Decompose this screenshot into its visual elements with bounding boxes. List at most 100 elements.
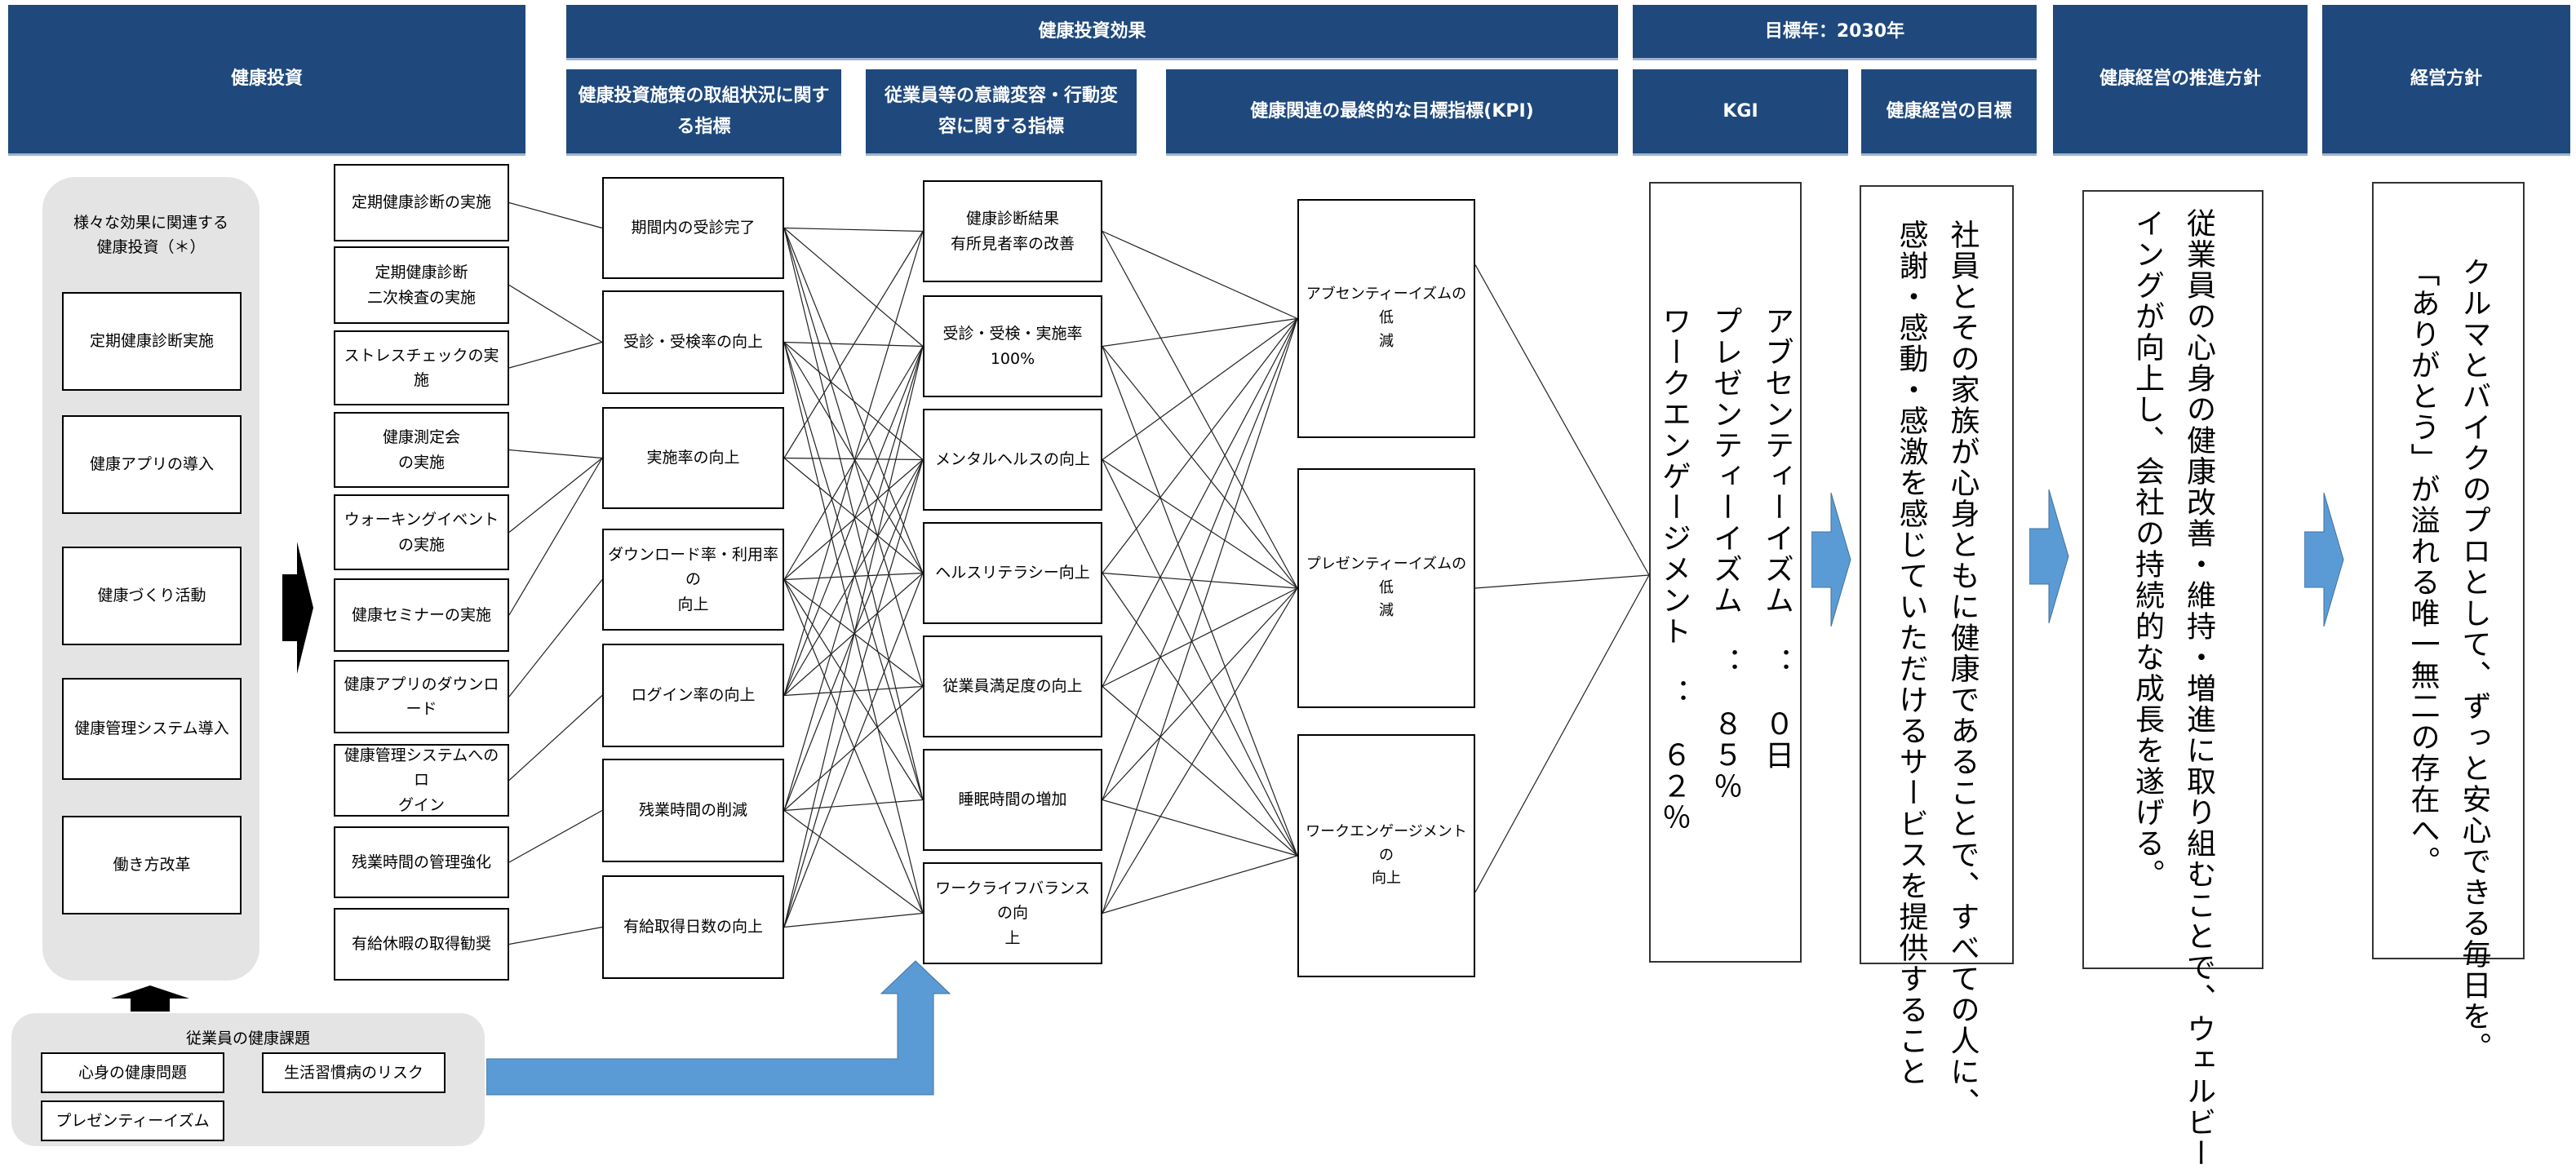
connection-line (783, 457, 924, 461)
policy-box: 従業員の心身の健康改善・維持・増進に取り組むことで、ウェルビー イングが向上し、… (2082, 190, 2263, 1169)
connection-line (508, 695, 603, 781)
behavior-indicator: 受診・受検・実施率 100% (923, 295, 1102, 397)
investment-item: 健康アプリの導入 (62, 415, 242, 514)
policy-item: 健康測定会 の実施 (334, 412, 509, 488)
connection-line (508, 458, 603, 533)
connection-line (1102, 572, 1298, 589)
connection-line (1102, 346, 1298, 589)
health-issues-title: 従業員の健康課題 (185, 1030, 310, 1047)
header-effect-sub1: 健康投資施策の取組状況に関する指標 (566, 69, 841, 156)
connection-line (1102, 318, 1298, 800)
behavior-indicator: メンタルヘルスの向上 (923, 409, 1102, 511)
kgi-text: アブセンティーイズム ： ０日 プレゼンティーイズム ： ８５％ ワークエンゲー… (1657, 306, 1793, 833)
kpi-item: アブセンティーイズムの低 減 (1297, 199, 1475, 438)
activity-indicator: 期間内の受診完了 (602, 177, 784, 279)
connection-line (508, 926, 603, 945)
goal-text: 社員とその家族が心身ともに健康であることで、すべての人に、 感謝・感動・感激を感… (1894, 219, 1980, 1118)
policy-item: 健康アプリのダウンロード (334, 660, 509, 733)
policy-item: 定期健康診断 二次検査の実施 (334, 246, 509, 324)
issue-item: プレゼンティーイズム (41, 1100, 224, 1141)
behavior-indicator: 睡眠時間の増加 (923, 749, 1102, 851)
investment-item: 定期健康診断実施 (62, 292, 242, 391)
header-investment: 健康投資 (8, 5, 525, 156)
connection-line (1102, 459, 1298, 857)
connection-line (783, 228, 924, 800)
behavior-indicator: ワークライフバランスの向 上 (923, 862, 1102, 964)
connection-line (783, 458, 924, 573)
connection-line (508, 458, 603, 616)
connection-line (783, 799, 924, 812)
connection-line (1474, 574, 1650, 892)
header-effect-sub2: 従業員等の意識変容・行動変容に関する指標 (866, 69, 1137, 156)
connection-line (508, 449, 603, 459)
connection-line (1102, 855, 1298, 914)
policy-item: 残業時間の管理強化 (334, 826, 509, 898)
connection-line (783, 810, 924, 914)
connection-line (783, 231, 924, 458)
issue-item: 生活習慣病のリスク (262, 1052, 446, 1093)
connection-line (508, 579, 603, 697)
connection-line (1102, 587, 1298, 688)
connection-line (783, 912, 924, 928)
behavior-indicator: 従業員満足度の向上 (923, 635, 1102, 737)
connection-line (783, 573, 924, 928)
behavior-indicator: 健康診断結果 有所見者率の改善 (923, 180, 1102, 282)
header-policy: 健康経営の推進方針 (2053, 5, 2308, 156)
arrow-issues-to-kgi-icon (486, 960, 951, 1096)
connection-line (1102, 686, 1298, 857)
connection-line (1102, 318, 1298, 687)
activity-indicator: 実施率の向上 (602, 407, 784, 509)
header-effect: 健康投資効果 (566, 5, 1618, 60)
policy-item: 健康管理システムへのロ グイン (334, 744, 509, 817)
connection-line (783, 579, 924, 687)
header-management: 経営方針 (2322, 5, 2570, 156)
investment-item: 健康づくり活動 (62, 547, 242, 645)
policy-item: 有給休暇の取得勧奨 (334, 908, 509, 981)
kgi-box: アブセンティーイズム ： ０日 プレゼンティーイズム ： ８５％ ワークエンゲー… (1649, 182, 1802, 963)
kpi-item: ワークエンゲージメントの 向上 (1297, 734, 1475, 977)
policy-item: 定期健康診断の実施 (334, 164, 509, 241)
arrow-right-blue-icon (2304, 493, 2344, 627)
connection-line (1102, 587, 1298, 914)
investment-item: 働き方改革 (62, 816, 242, 914)
connection-line (783, 346, 924, 928)
connection-line (783, 579, 924, 800)
policy-item: 健康セミナーの実施 (334, 578, 509, 652)
connection-line (1102, 231, 1298, 589)
activity-indicator: 有給取得日数の向上 (602, 875, 784, 979)
activity-indicator: ダウンロード率・利用率の 向上 (602, 529, 784, 631)
connection-line (1102, 318, 1298, 573)
connection-line (508, 809, 603, 863)
connection-line (1474, 264, 1650, 576)
connection-line (783, 342, 924, 460)
connection-line (1102, 318, 1298, 460)
activity-indicator: 残業時間の削減 (602, 759, 784, 862)
behavior-indicator: ヘルスリテラシー向上 (923, 522, 1102, 624)
header-kgi: KGI (1633, 69, 1848, 156)
management-text: クルマとバイクのプロとして、ずっと安心できる毎日を。 「ありがとう」が溢れる唯一… (2405, 257, 2491, 1063)
investment-panel-title: 様々な効果に関連する 健康投資（＊） (73, 214, 228, 257)
arrow-right-blue-icon (2029, 489, 2069, 623)
connection-line (783, 228, 924, 347)
activity-indicator: ログイン率の向上 (602, 644, 784, 747)
connection-line (783, 346, 924, 811)
header-goal: 健康経営の目標 (1861, 69, 2037, 156)
arrow-right-blue-icon (1811, 493, 1851, 627)
connection-line (508, 341, 603, 369)
management-box: クルマとバイクのプロとして、ずっと安心できる毎日を。 「ありがとう」が溢れる唯一… (2372, 182, 2525, 1063)
connection-line (1102, 587, 1298, 800)
issue-item: 心身の健康問題 (41, 1052, 224, 1093)
connection-line (1474, 574, 1650, 589)
goal-box: 社員とその家族が心身ともに健康であることで、すべての人に、 感謝・感動・感激を感… (1860, 185, 2014, 1118)
connection-line (508, 284, 603, 343)
header-kpi: 健康関連の最終的な目標指標(KPI) (1166, 69, 1618, 156)
connection-line (1102, 346, 1298, 857)
connection-line (1102, 458, 1298, 589)
connection-line (1102, 573, 1298, 857)
connection-line (1102, 799, 1298, 857)
connection-line (783, 459, 924, 928)
connection-line (1102, 317, 1298, 348)
connection-line (783, 342, 924, 573)
connection-line (1102, 318, 1298, 914)
